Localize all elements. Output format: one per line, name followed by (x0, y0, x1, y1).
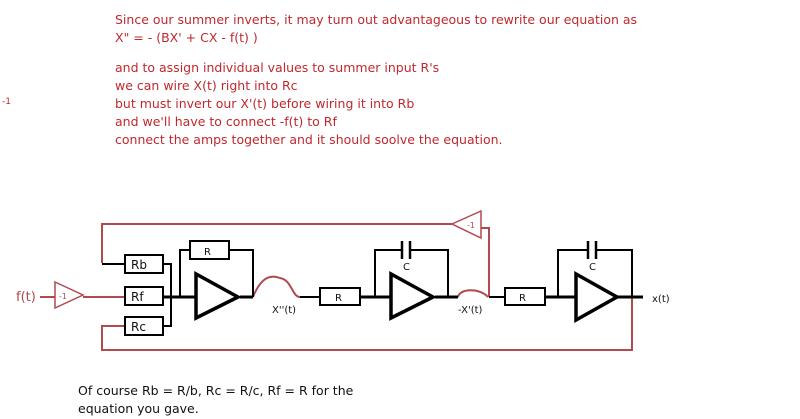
integrator-amp-1-icon (389, 271, 437, 321)
x1-label: -X'(t) (458, 305, 483, 316)
note-line-1: Since our summer inverts, it may turn ou… (115, 12, 638, 27)
x2-label: X''(t) (272, 305, 296, 316)
c1-label: C (403, 262, 410, 273)
r2-label: R (335, 293, 342, 304)
output-label: x(t) (652, 294, 670, 305)
rf-label: Rf (131, 290, 144, 304)
note-equation: X" = - (BX' + CX - f(t) ) (115, 30, 258, 45)
rc-label: Rc (131, 320, 146, 334)
input-inverter-icon (54, 280, 85, 310)
note-line-3: and to assign individual values to summe… (115, 60, 440, 75)
feedback-inverter-label: -1 (467, 221, 475, 230)
stray-label: -1 (2, 97, 11, 107)
top-feedback-wire (101, 223, 452, 263)
resistor-rb (124, 254, 164, 274)
input-inverter-label: -1 (59, 292, 67, 301)
note-line-7: connect the amps together and it should … (115, 132, 503, 147)
resistor-rf (124, 286, 164, 306)
x2-wave-wire (252, 275, 301, 298)
feedback-wires (40, 223, 633, 351)
resistor-feedback (189, 240, 230, 260)
bottom-feedback-wire (101, 297, 633, 351)
r-feedback-label: R (204, 247, 211, 258)
summing-amp-icon (194, 271, 242, 321)
footer-line-1: Of course Rb = R/b, Rc = R/c, Rf = R for… (78, 383, 354, 398)
c2-label: C (589, 262, 596, 273)
inverter-tap-wire (481, 227, 490, 297)
resistor-r3 (504, 287, 546, 306)
input-label: f(t) (16, 290, 36, 305)
integrator-amp-2-icon (574, 271, 621, 323)
note-line-6: and we'll have to connect -f(t) to Rf (115, 114, 337, 129)
note-line-5: but must invert our X'(t) before wiring … (115, 96, 415, 111)
feedback-inverter-icon (450, 209, 482, 240)
r3-label: R (519, 293, 526, 304)
rb-label: Rb (131, 258, 147, 272)
note-line-4: we can wire X(t) right into Rc (115, 78, 298, 93)
x1-wave-wire (457, 289, 489, 298)
black-wires (102, 241, 643, 327)
resistor-r2 (319, 287, 361, 306)
footer-line-2: equation you gave. (78, 401, 199, 416)
resistor-rc (124, 316, 164, 336)
